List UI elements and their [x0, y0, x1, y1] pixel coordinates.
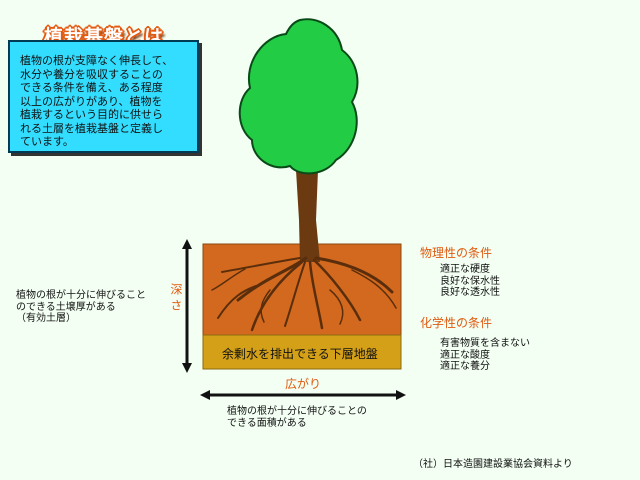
source-note: （社）日本造園建設業協会資料より [413, 459, 573, 470]
definition-box: 植物の根が支障なく伸長して、 水分や養分を吸収することの できる条件を備え、ある… [8, 40, 199, 153]
width-description-line: できる面積がある [227, 417, 307, 429]
physical-item: 良好な保水性 [440, 275, 500, 287]
physical-item: 良好な透水性 [440, 287, 500, 298]
depth-label: 深さ [166, 283, 183, 315]
definition-line: ています。 [20, 135, 74, 148]
definition-line: 植栽するという目的に供せら [20, 108, 163, 121]
tree-canopy [238, 18, 359, 175]
depth-description-line: （有効土層） [16, 313, 76, 324]
tree-roots [211, 256, 397, 332]
width-label: 広がり [285, 377, 322, 391]
physical-heading: 物理性の条件 [420, 246, 493, 260]
chemical-item: 適正な養分 [440, 361, 490, 372]
definition-line: 植物の根が支障なく伸長して、 [20, 54, 174, 67]
physical-list: 適正な硬度 良好な保水性 良好な透水性 [440, 264, 500, 299]
base-layer-label: 余剰水を排出できる下層地盤 [222, 347, 378, 361]
base-layer [202, 334, 402, 370]
tree-trunk [296, 170, 320, 262]
chemical-item: 有害物質を含まない [440, 338, 530, 349]
definition-line: できる条件を備え、ある程度 [20, 81, 163, 94]
definition-line: 以上の広がりがあり、植物を [20, 94, 163, 108]
depth-description: 植物の根が十分に伸びること のできる土壌厚がある （有効土層） [16, 290, 146, 325]
chemical-heading: 化学性の条件 [420, 316, 493, 330]
depth-description-line: のできる土壌厚がある [16, 301, 116, 313]
depth-description-line: 植物の根が十分に伸びること [16, 290, 146, 301]
chemical-list: 有害物質を含まない 適正な酸度 適正な養分 [440, 338, 530, 373]
physical-item: 適正な硬度 [440, 264, 490, 275]
chemical-item: 適正な酸度 [440, 349, 490, 361]
width-description-line: 植物の根が十分に伸びることの [227, 406, 367, 417]
depth-label-text: 深さ [169, 283, 183, 315]
width-description: 植物の根が十分に伸びることの できる面積がある [227, 406, 367, 429]
definition-line: 水分や養分を吸収することの [20, 67, 163, 81]
definition-line: れる土層を植栽基盤と定義し [20, 121, 163, 135]
